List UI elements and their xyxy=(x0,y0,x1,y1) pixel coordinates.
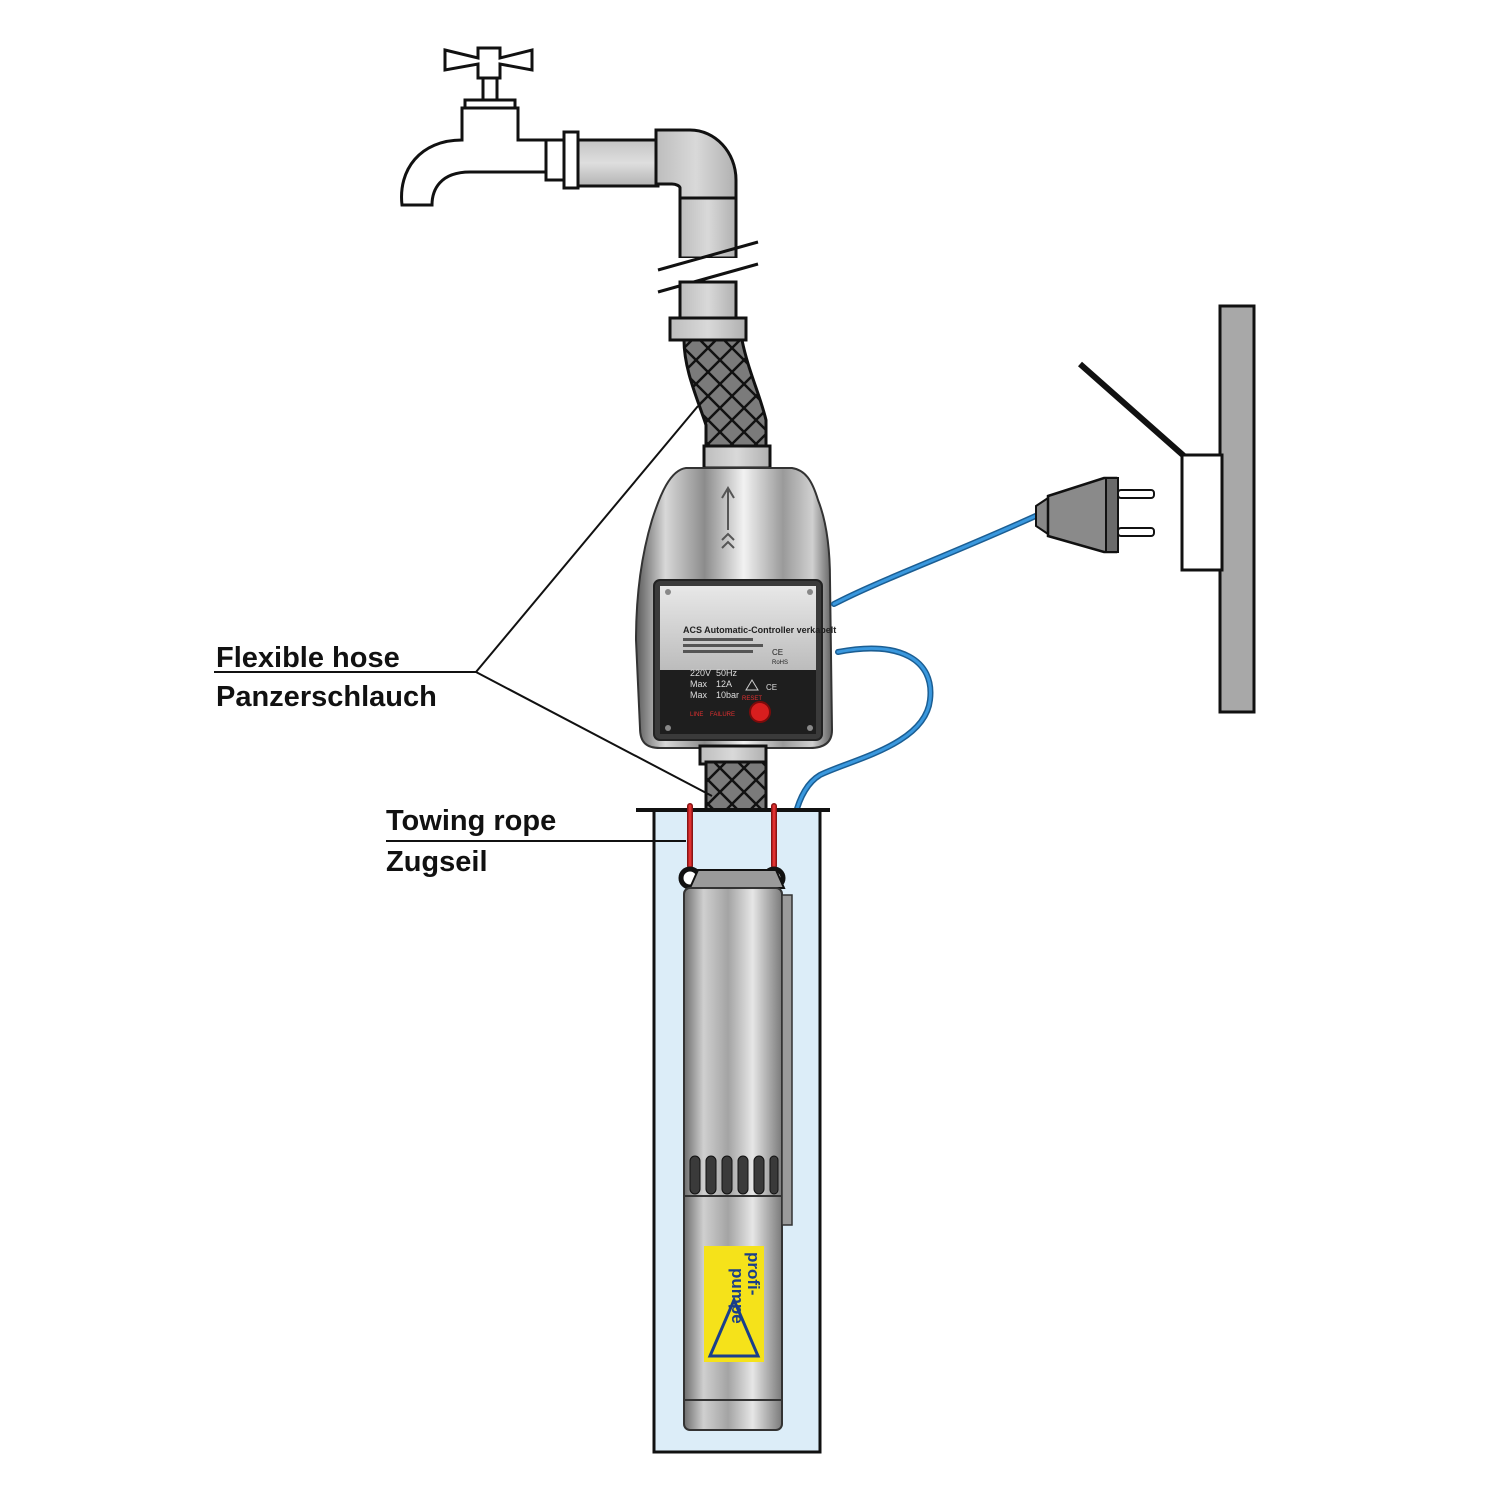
controller-title: ACS Automatic-Controller verkabelt xyxy=(683,625,836,635)
power-plug-icon xyxy=(1035,476,1155,554)
water-pipe xyxy=(576,128,759,342)
spec-max-current: 12A xyxy=(716,679,732,689)
pressure-controller: ACS Automatic-Controller verkabelt CE Ro… xyxy=(634,467,836,749)
spec-frequency: 50Hz xyxy=(716,668,738,678)
led-failure-label: FAILURE xyxy=(710,712,735,718)
rohs-mark: RoHS xyxy=(772,660,788,666)
wall-socket-icon xyxy=(1078,304,1256,714)
reset-button-icon[interactable] xyxy=(749,701,771,723)
ce-mark: CE xyxy=(772,648,783,657)
flexible-hose-upper xyxy=(682,338,772,470)
spec-max-pressure: 10bar xyxy=(716,690,739,700)
reset-label: RESET xyxy=(742,696,762,702)
spec-max-label-2: Max xyxy=(690,690,708,700)
label-panzerschlauch: Panzerschlauch xyxy=(216,681,437,713)
flow-arrow-icon xyxy=(721,486,735,549)
submersible-pump: profi- pumpe xyxy=(683,869,793,1431)
leader-lines xyxy=(214,405,713,842)
profi-pumpe-logo: profi- pumpe xyxy=(704,1246,764,1362)
svg-text:profi-: profi- xyxy=(744,1252,763,1295)
label-zugseil: Zugseil xyxy=(386,846,488,878)
pump-intake-slots xyxy=(689,1155,779,1195)
label-flexible-hose: Flexible hose xyxy=(216,642,400,674)
spec-max-label: Max xyxy=(690,679,708,689)
label-towing-rope: Towing rope xyxy=(386,805,557,837)
led-line-label: LINE xyxy=(690,712,703,718)
ce-mark-dark: CE xyxy=(766,683,777,692)
water-tap-icon xyxy=(400,46,580,207)
svg-text:pumpe: pumpe xyxy=(728,1268,747,1324)
warning-icon xyxy=(745,679,759,691)
spec-voltage: 220V xyxy=(690,668,711,678)
